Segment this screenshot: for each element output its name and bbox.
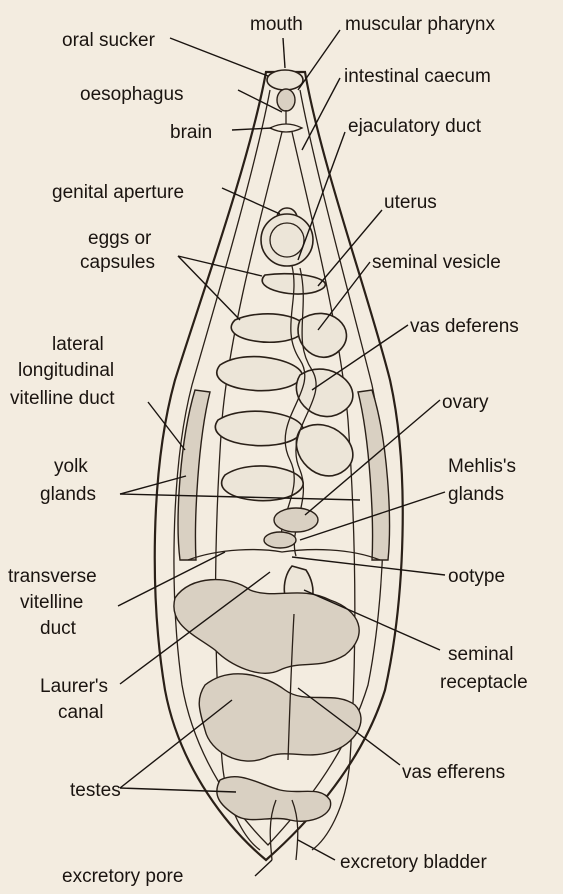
label-mouth: mouth [250,14,303,35]
label-transverse-line1: transverse [8,566,97,587]
label-oral-sucker: oral sucker [62,30,156,51]
yolk-glands-right [358,390,389,560]
label-transverse-line2: vitelline [20,592,83,613]
transverse-vitelline-duct [188,550,380,560]
uterus-loops [215,274,352,501]
label-yolk-line1: yolk [54,456,88,477]
muscular-pharynx [277,89,295,111]
label-eggs-line1: eggs or [88,228,152,249]
label-genital-aperture: genital aperture [52,182,184,203]
label-vas-deferens: vas deferens [410,316,519,337]
mehlis-glands [264,532,296,548]
label-lateral-line3: vitelline duct [10,388,115,409]
label-excretory-bladder: excretory bladder [340,852,487,873]
label-vas-efferens: vas efferens [402,762,505,783]
label-mehlis-line1: Mehlis's [448,456,516,477]
label-brain: brain [170,122,212,143]
label-oesophagus: oesophagus [80,84,184,105]
label-testes: testes [70,780,121,801]
label-seminal-receptacle-line2: receptacle [440,672,528,693]
label-transverse-line3: duct [40,618,77,639]
label-yolk-line2: glands [40,484,96,505]
ovary [274,508,318,532]
label-lateral-line2: longitudinal [18,360,114,381]
label-laurers-line1: Laurer's [40,676,108,697]
oral-sucker [267,70,303,90]
label-seminal-vesicle: seminal vesicle [372,252,501,273]
label-excretory-pore: excretory pore [62,866,183,887]
yolk-glands-left [178,390,210,560]
label-ovary: ovary [442,392,489,413]
label-laurers-line2: canal [58,702,103,723]
brain [270,124,302,132]
label-uterus: uterus [384,192,437,213]
label-muscular-pharynx: muscular pharynx [345,14,495,35]
label-intestinal-caecum: intestinal caecum [344,66,491,87]
label-mehlis-line2: glands [448,484,504,505]
label-lateral-line1: lateral [52,334,104,355]
label-ejaculatory-duct: ejaculatory duct [348,116,482,137]
label-eggs-line2: capsules [80,252,155,273]
label-seminal-receptacle-line1: seminal [448,644,513,665]
label-ootype: ootype [448,566,505,587]
